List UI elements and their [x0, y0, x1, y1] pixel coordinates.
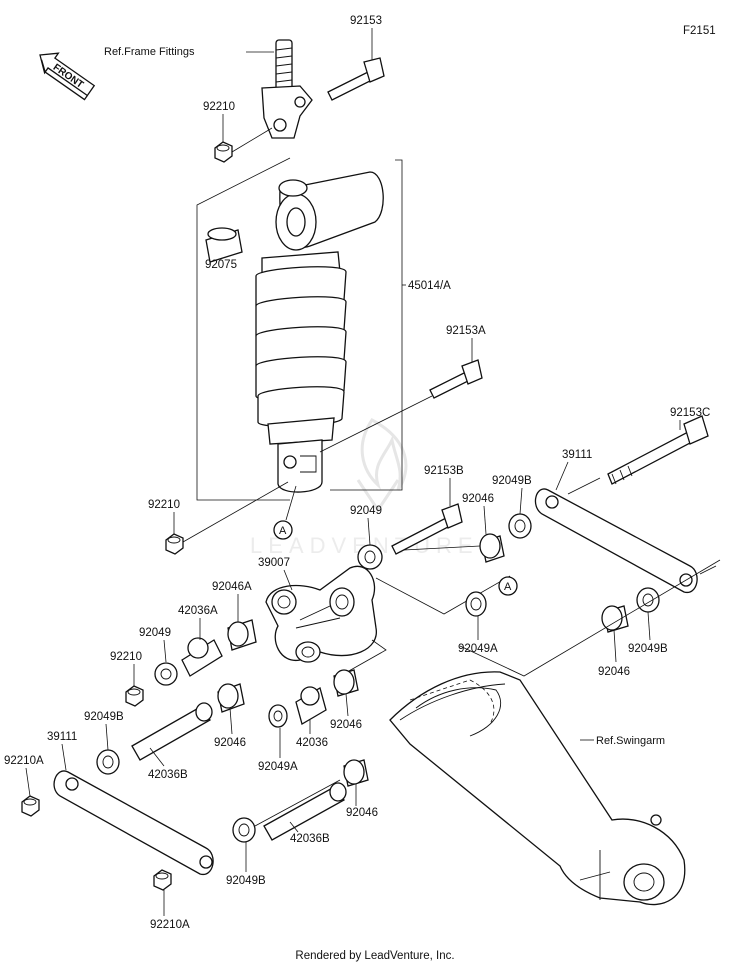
nut-92210a-left: [21, 795, 40, 817]
callout-92049a-mid: 92049A: [258, 761, 298, 773]
bolt-92153c: [607, 415, 709, 485]
tie-rod-39111-right: [534, 488, 698, 593]
callout-92049b-lower: 92049B: [226, 875, 266, 887]
bolt-92153b: [391, 503, 463, 555]
collar-42036a: [181, 637, 223, 677]
callout-92075: 92075: [205, 259, 237, 271]
nut-92210a-lower: [153, 869, 172, 891]
collar-42036b-left: [131, 702, 213, 761]
callout-92153b: 92153B: [424, 465, 464, 477]
bearing-92046-upper: [479, 533, 505, 563]
collar-42036-mid: [295, 686, 327, 725]
bolt-92153: [327, 57, 385, 101]
swingarm: [389, 671, 686, 906]
callout-92046-mid-left: 92046: [214, 737, 246, 749]
bearing-92046-mid-left: [217, 683, 245, 713]
callout-42036a: 42036A: [178, 605, 218, 617]
callout-39111-left: 39111: [47, 731, 77, 743]
callout-92049b-upper: 92049B: [492, 475, 532, 487]
callout-92210a-lower: 92210A: [150, 919, 190, 931]
frame-fitting: [261, 39, 313, 139]
callout-92049b-left: 92049B: [84, 711, 124, 723]
bearing-92046-mid: [333, 669, 359, 697]
callout-39007: 39007: [258, 557, 290, 569]
callout-92153: 92153: [350, 15, 382, 27]
nut-92210-mid: [165, 533, 184, 555]
ref-frame-label: Ref.Frame Fittings: [104, 46, 195, 58]
callout-92210-top: 92210: [203, 101, 235, 113]
washer-92049b-lower: [232, 817, 256, 843]
marker-a-2: [498, 576, 518, 596]
washer-92049a-right: [465, 591, 487, 617]
marker-a-1-label: A: [279, 525, 287, 537]
nut-92210-left: [125, 685, 144, 707]
washer-92049b-upper: [508, 513, 532, 539]
washer-92049b-left: [96, 749, 120, 775]
collar-42036b-lower: [263, 782, 347, 841]
marker-a-1: [273, 520, 293, 540]
callout-45014a: 45014/A: [408, 280, 451, 292]
callout-92210a-left: 92210A: [4, 755, 44, 767]
callout-92049-left: 92049: [139, 627, 171, 639]
callout-92046-lower: 92046: [346, 807, 378, 819]
bearing-92046-lower: [343, 759, 369, 787]
tie-rod-39111-left: [53, 770, 214, 875]
rocker-arm-39007: [265, 565, 377, 663]
callout-92049a-right: 92049A: [458, 643, 498, 655]
callout-92046a: 92046A: [212, 581, 252, 593]
callout-92046-right: 92046: [598, 666, 630, 678]
washer-92049a-mid: [268, 704, 288, 728]
callout-92153a: 92153A: [446, 325, 486, 337]
callout-92210-left: 92210: [110, 651, 142, 663]
callout-92049: 92049: [350, 505, 382, 517]
bolt-92153a: [429, 359, 483, 399]
bearing-92046-right: [601, 605, 629, 633]
callout-42036b-lower: 42036B: [290, 833, 330, 845]
callout-42036b-left: 42036B: [148, 769, 188, 781]
collar-92075: [205, 227, 243, 263]
callout-92049b-right: 92049B: [628, 643, 668, 655]
callout-39111-right: 39111: [562, 449, 592, 461]
washer-92049: [357, 544, 383, 570]
marker-a-2-label: A: [504, 581, 512, 593]
figure-code: F2151: [683, 25, 716, 37]
footer-credit: Rendered by LeadVenture, Inc.: [295, 950, 455, 962]
bearing-92046a: [227, 619, 257, 651]
washer-92049b-right: [636, 587, 660, 613]
callout-92153c: 92153C: [670, 407, 710, 419]
front-arrow-icon: FRONT: [39, 52, 96, 101]
ref-swingarm-label: Ref.Swingarm: [596, 735, 665, 747]
shock-absorber: [255, 171, 384, 493]
callout-92046-upper: 92046: [462, 493, 494, 505]
callout-42036-mid: 42036: [296, 737, 328, 749]
callout-92046-mid: 92046: [330, 719, 362, 731]
callout-92210-mid: 92210: [148, 499, 180, 511]
nut-92210-top: [214, 141, 233, 163]
washer-92049-left: [154, 662, 178, 686]
